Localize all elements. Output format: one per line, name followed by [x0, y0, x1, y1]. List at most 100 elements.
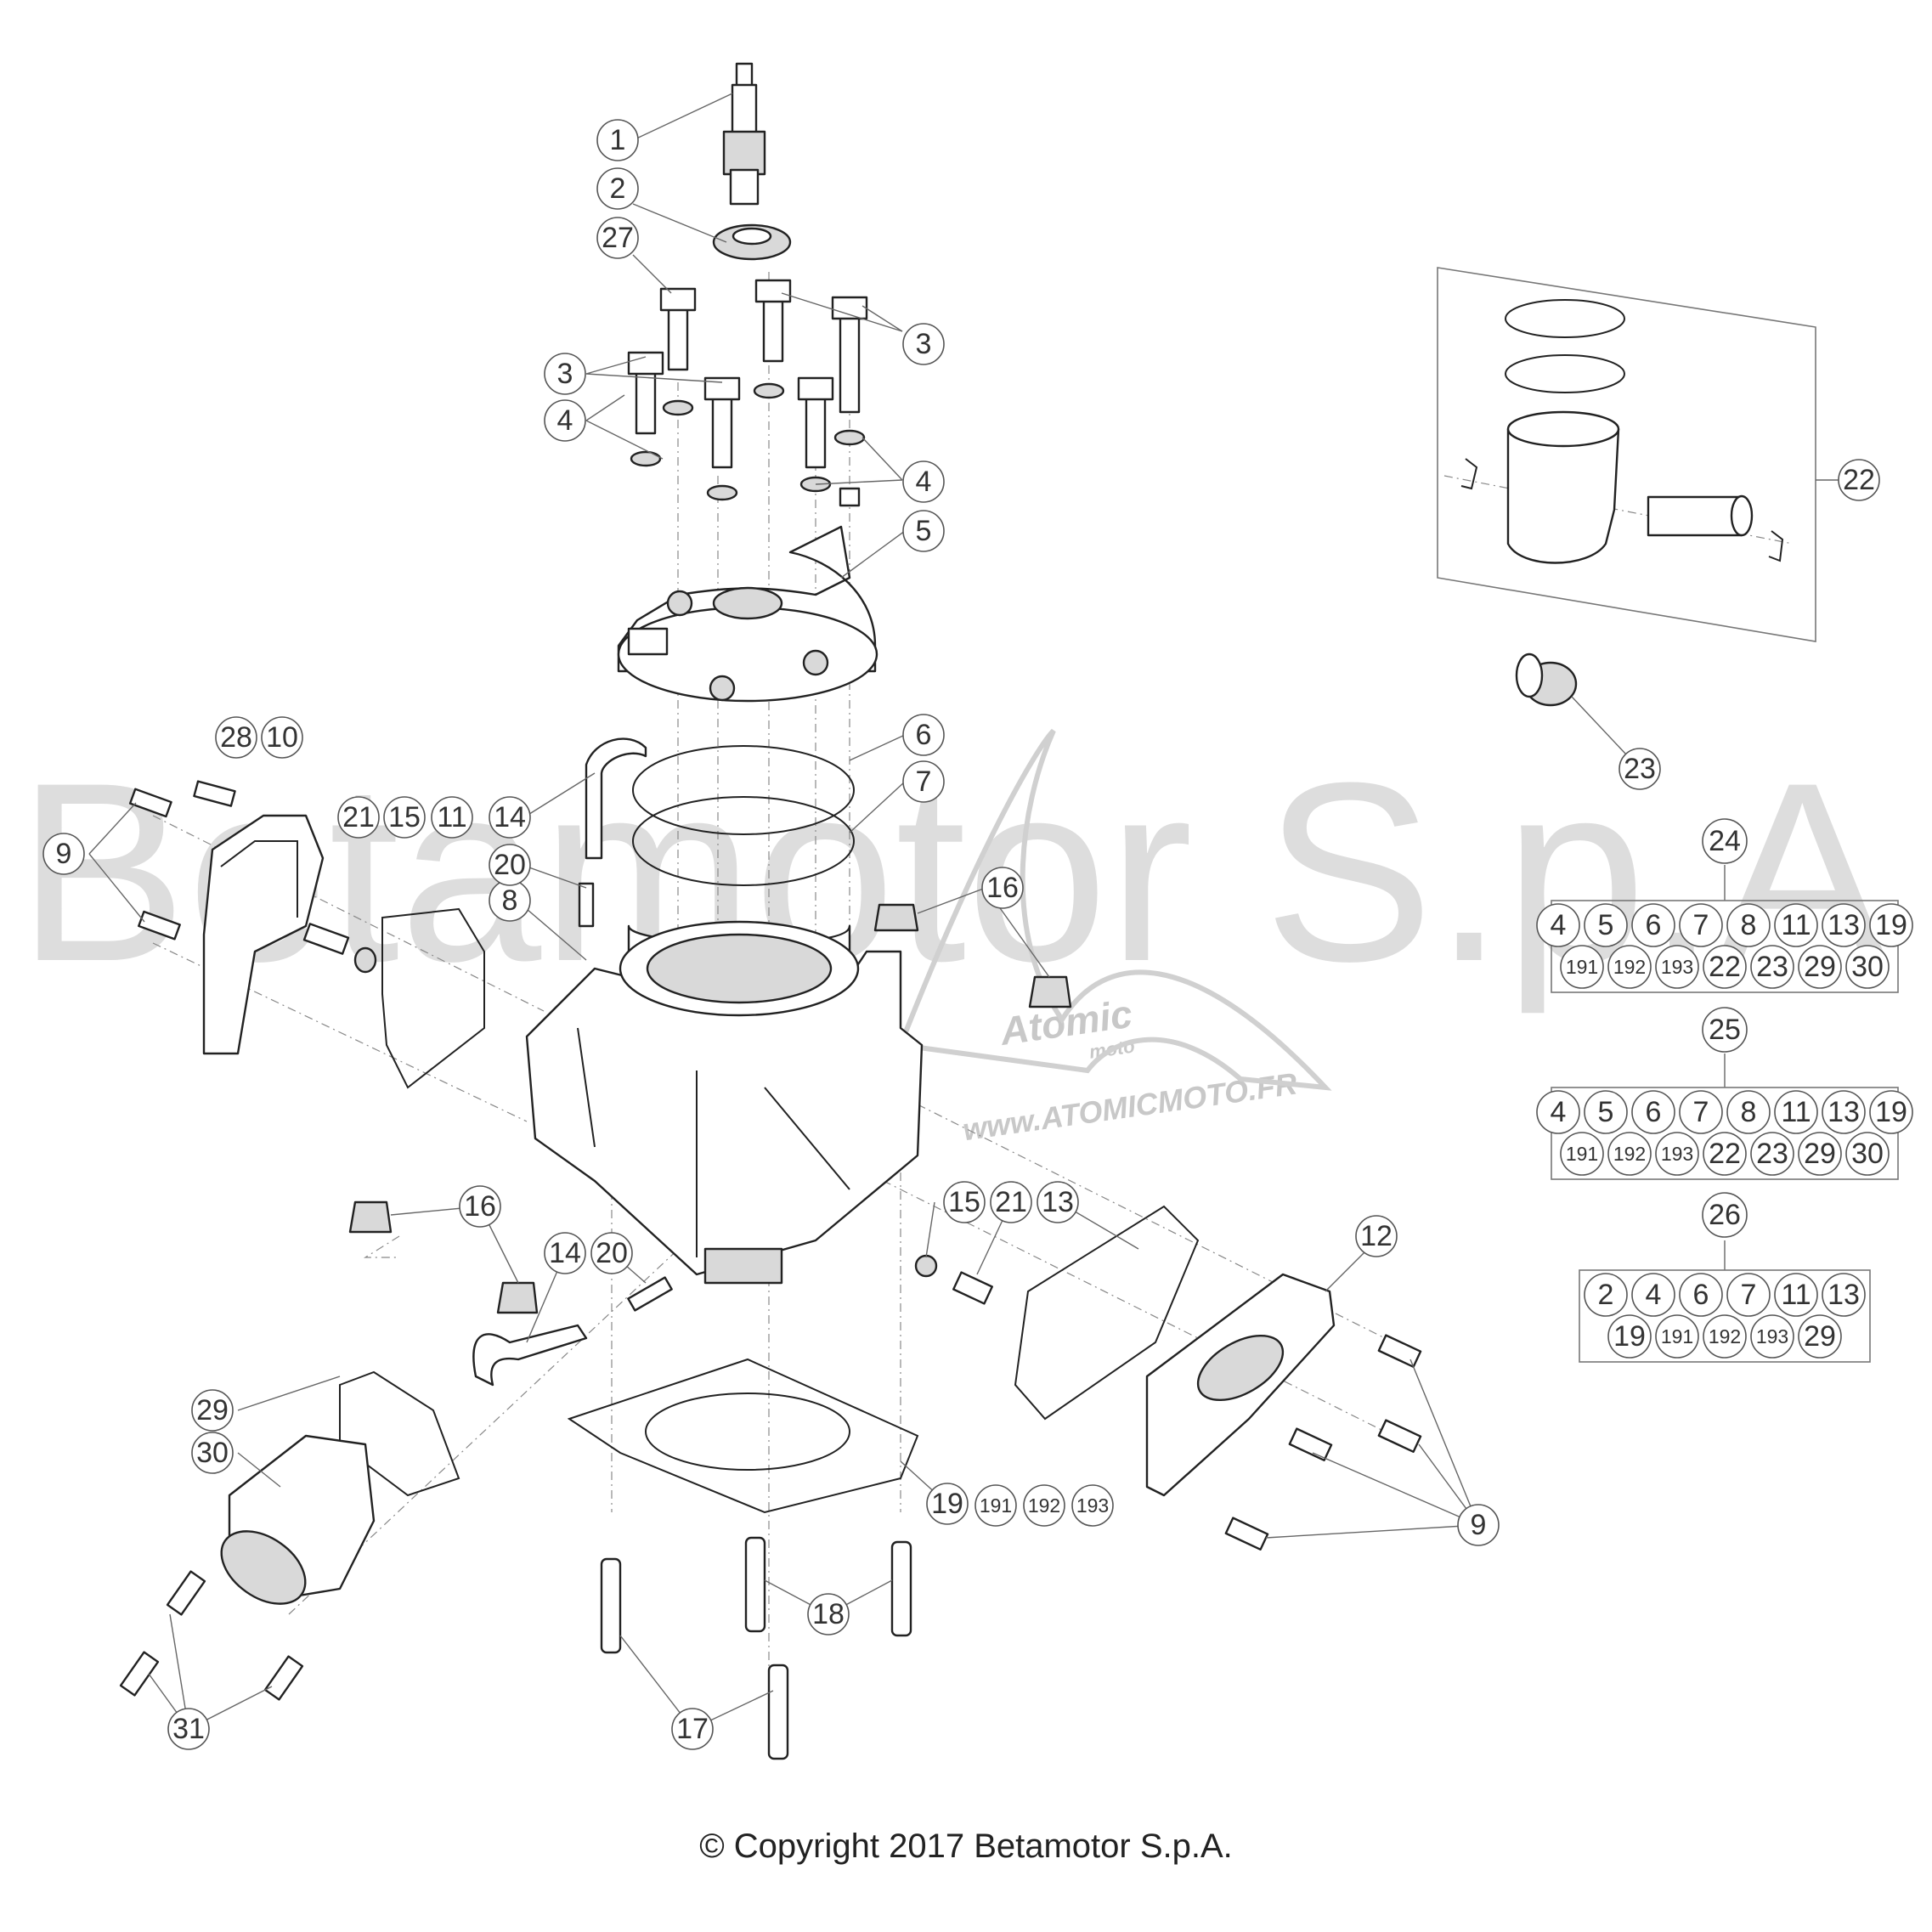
hose-top — [585, 737, 647, 860]
cylinder-head — [617, 525, 878, 703]
callout-number: 20 — [494, 849, 526, 881]
callout-number: 30 — [1851, 951, 1884, 983]
callout-3: 3 — [902, 323, 945, 365]
kit-item-11: 11 — [1774, 903, 1818, 947]
callout-number: 13 — [1827, 909, 1860, 941]
callout-number: 191 — [980, 1494, 1012, 1517]
callout-number: 13 — [1827, 1096, 1860, 1128]
callout-29: 29 — [191, 1389, 234, 1432]
kit-item-4: 4 — [1631, 1273, 1675, 1317]
callout-number: 193 — [1661, 956, 1693, 978]
callout-number: 18 — [812, 1598, 845, 1630]
callout-number: 191 — [1661, 1325, 1693, 1347]
callout-number: 193 — [1756, 1325, 1788, 1347]
kit-item-192: 192 — [1607, 1132, 1652, 1176]
callout-13: 13 — [1037, 1181, 1079, 1223]
callout-4: 4 — [544, 399, 586, 442]
callout-20: 20 — [489, 844, 531, 886]
callout-28: 28 — [215, 716, 257, 759]
callout-number: 19 — [1613, 1320, 1646, 1353]
callout-number: 5 — [1598, 1096, 1614, 1128]
callout-number: 192 — [1028, 1494, 1060, 1517]
gasket-ref-191: 191 — [974, 1484, 1017, 1527]
callout-number: 30 — [1851, 1138, 1884, 1170]
plug-seal — [712, 223, 792, 261]
callout-number: 16 — [986, 872, 1019, 904]
callout-10: 10 — [261, 716, 303, 759]
kit-item-23: 23 — [1750, 1132, 1794, 1176]
callout-1: 1 — [596, 119, 639, 161]
needle-bearing — [1515, 652, 1578, 707]
callout-number: 20 — [596, 1237, 628, 1269]
spark-plug — [722, 62, 766, 206]
callout-number: 191 — [1566, 1143, 1598, 1165]
callout-number: 192 — [1613, 956, 1646, 978]
callout-15: 15 — [383, 796, 426, 839]
fittings — [578, 882, 673, 1312]
callout-number: 15 — [948, 1186, 980, 1218]
callout-number: 8 — [1741, 1096, 1757, 1128]
callout-number: 31 — [172, 1713, 205, 1745]
kit-item-13: 13 — [1822, 1273, 1866, 1317]
kit-item-11: 11 — [1774, 1090, 1818, 1134]
callout-4: 4 — [902, 460, 945, 503]
kit-item-7: 7 — [1679, 903, 1723, 947]
callout-number: 192 — [1709, 1325, 1741, 1347]
callout-number: 9 — [56, 838, 72, 870]
kit-item-29: 29 — [1798, 1314, 1842, 1359]
callout-number: 6 — [916, 719, 932, 751]
kit-item-191: 191 — [1655, 1314, 1699, 1359]
callout-20: 20 — [590, 1232, 633, 1274]
kit-table-frame — [1579, 1269, 1871, 1363]
callout-21: 21 — [337, 796, 380, 839]
gasket-ref-192: 192 — [1023, 1484, 1065, 1527]
callout-number: 4 — [557, 404, 573, 437]
exhaust-cover-left — [202, 814, 325, 1055]
watermark: Betamotor S.p.A Atomic moto www.ATOMICMO… — [17, 728, 1889, 1147]
callout-number: 192 — [1613, 1143, 1646, 1165]
callout-19: 19 — [926, 1483, 969, 1525]
kit-item-23: 23 — [1750, 945, 1794, 989]
callout-12: 12 — [1355, 1215, 1398, 1257]
callout-number: 28 — [220, 721, 252, 754]
kit-item-13: 13 — [1822, 903, 1866, 947]
intake-manifold — [220, 1434, 376, 1605]
kit-number-25: 25 — [1702, 1007, 1748, 1053]
callout-number: 7 — [916, 765, 932, 798]
callout-5: 5 — [902, 510, 945, 552]
callout-number: 193 — [1661, 1143, 1693, 1165]
kit-item-7: 7 — [1679, 1090, 1723, 1134]
kit-item-5: 5 — [1584, 1090, 1628, 1134]
callout-number: 22 — [1709, 1138, 1741, 1170]
callout-number: 4 — [1551, 909, 1567, 941]
callout-number: 4 — [1551, 1096, 1567, 1128]
callout-number: 15 — [388, 801, 421, 833]
callout-number: 22 — [1709, 951, 1741, 983]
callout-16: 16 — [981, 867, 1024, 909]
kit-item-29: 29 — [1798, 945, 1842, 989]
kit-item-193: 193 — [1655, 945, 1699, 989]
callout-31: 31 — [167, 1708, 210, 1750]
callout-number: 6 — [1693, 1279, 1709, 1311]
callout-number: 13 — [1042, 1186, 1074, 1218]
callout-22: 22 — [1838, 459, 1880, 501]
callout-11: 11 — [431, 796, 473, 839]
callout-number: 7 — [1741, 1279, 1757, 1311]
callout-number: 17 — [676, 1713, 709, 1745]
kit-item-192: 192 — [1703, 1314, 1747, 1359]
callout-number: 2 — [610, 172, 626, 205]
callout-number: 14 — [549, 1237, 581, 1269]
callout-2: 2 — [596, 167, 639, 210]
callout-number: 23 — [1756, 1138, 1788, 1170]
callout-number: 14 — [494, 801, 526, 833]
kit-item-193: 193 — [1655, 1132, 1699, 1176]
callout-14: 14 — [544, 1232, 586, 1274]
exhaust-cover-right — [1145, 1273, 1336, 1497]
callout-number: 30 — [196, 1437, 229, 1469]
hose-bottom — [472, 1324, 588, 1387]
base-gasket — [567, 1358, 919, 1514]
callout-number: 11 — [1781, 909, 1811, 941]
kit-item-2: 2 — [1584, 1273, 1628, 1317]
kit-item-5: 5 — [1584, 903, 1628, 947]
